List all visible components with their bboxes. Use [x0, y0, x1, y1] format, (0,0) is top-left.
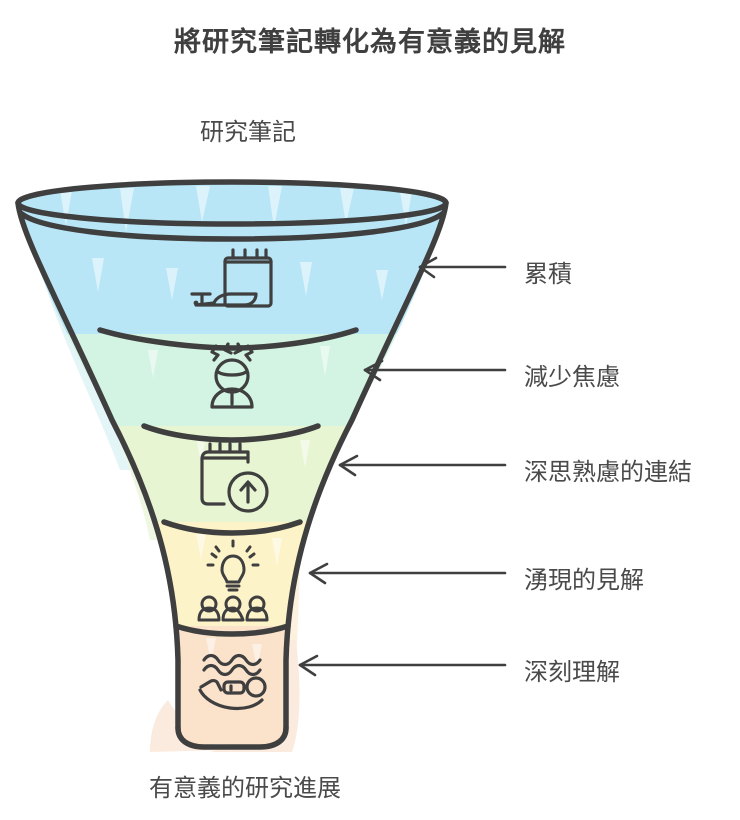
band-deep-understanding [18, 626, 446, 744]
callout-arrowhead-2 [363, 359, 384, 382]
funnel-outline [15, 179, 449, 750]
band-divider-1 [97, 327, 359, 351]
callout-arrowhead-4 [308, 562, 329, 585]
callout-arrowhead-1 [418, 256, 438, 279]
waves-diver-icon [198, 653, 267, 711]
callout-arrowhead-5 [298, 654, 319, 677]
band-divider-2 [141, 423, 321, 443]
stage-label-reduced-anxiety: 減少焦慮 [524, 364, 620, 391]
stage-label-thoughtful-connection: 深思熟慮的連結 [524, 459, 692, 486]
callout-arrowhead-3 [338, 454, 359, 477]
stage-label-accumulation: 累積 [524, 261, 572, 288]
funnel-top-label: 研究筆記 [200, 119, 296, 146]
funnel-right-wall [283, 200, 449, 731]
band-divider-4 [173, 623, 291, 637]
stage-label-emerging-insight: 湧現的見解 [524, 567, 644, 594]
notepad-hand-icon [190, 248, 273, 308]
stressed-person-icon [210, 342, 254, 409]
funnel-bottom-label: 有意義的研究進展 [149, 775, 341, 802]
funnel-rim-inner [19, 211, 445, 242]
band-divider-3 [161, 519, 303, 536]
funnel-left-wall [15, 200, 181, 731]
page-title: 將研究筆記轉化為有意義的見解 [174, 27, 566, 57]
lightbulb-people-icon [197, 539, 269, 622]
band-accumulation [18, 182, 446, 334]
callout-lines [298, 256, 507, 677]
funnel-stem-bottom [175, 725, 289, 750]
stage-label-deep-understanding: 深刻理解 [524, 659, 620, 686]
notepad-arrow-up-icon [200, 442, 269, 513]
